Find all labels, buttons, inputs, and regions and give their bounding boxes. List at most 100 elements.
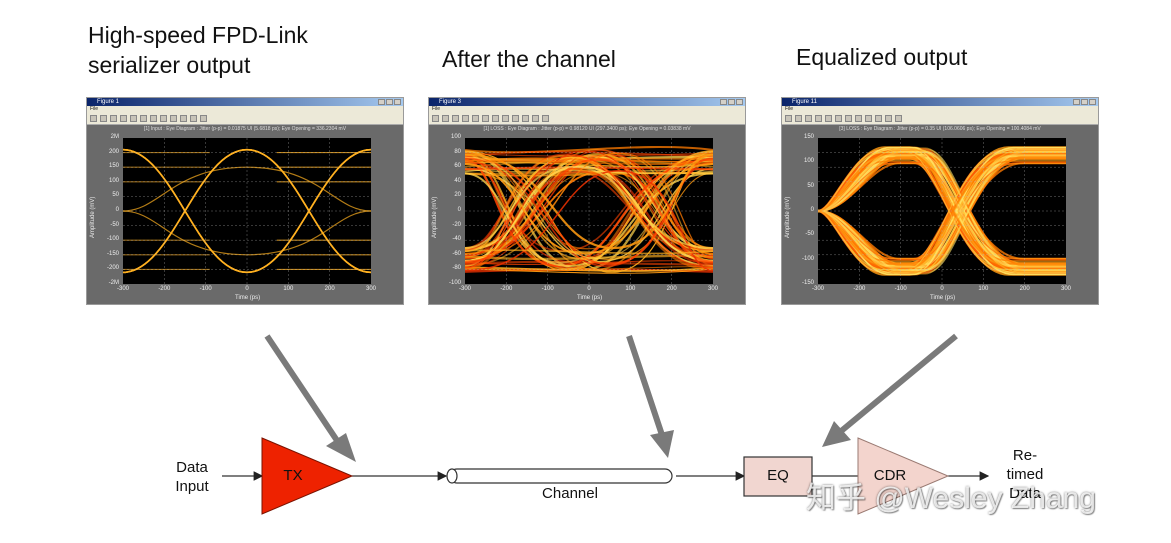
open-icon[interactable] (442, 114, 449, 122)
y-tick-label: -200 (106, 265, 119, 272)
plot-header: [1] LOSS : Eye Diagram : Jitter (p-p) = … (483, 126, 691, 132)
arrow-icon[interactable] (825, 114, 832, 122)
new-icon[interactable] (785, 114, 792, 122)
pan-icon[interactable] (160, 114, 167, 122)
y-tick-label: 50 (807, 182, 814, 189)
x-tick-label: 300 (1060, 286, 1071, 292)
figure-toolbar (429, 112, 745, 125)
y-tick-label: -50 (110, 221, 119, 228)
close-button[interactable] (1089, 99, 1096, 105)
colorbar-icon[interactable] (190, 114, 197, 122)
pan-icon[interactable] (855, 114, 862, 122)
cdr-label: CDR (873, 467, 907, 484)
plot-header: [3] LOSS : Eye Diagram : Jitter (p-p) = … (839, 126, 1041, 132)
open-icon[interactable] (100, 114, 107, 122)
window-titlebar[interactable]: Figure 3 (429, 98, 745, 106)
save-icon[interactable] (805, 114, 812, 122)
y-tick-label: -150 (106, 250, 119, 257)
x-tick-label: 100 (283, 286, 294, 292)
caption-serializer-output: High-speed FPD-Link serializer output (88, 22, 308, 78)
window-title: Figure 11 (792, 99, 817, 105)
y-tick-label: -150 (801, 280, 814, 286)
minimize-button[interactable] (378, 99, 385, 105)
figure-toolbar (782, 112, 1098, 125)
zoom-out-icon[interactable] (150, 114, 157, 122)
rotate-icon[interactable] (865, 114, 872, 122)
menu-file[interactable]: File (87, 106, 403, 112)
save-icon[interactable] (452, 114, 459, 122)
minimize-button[interactable] (1073, 99, 1080, 105)
legend-icon[interactable] (542, 114, 549, 122)
zoom-in-icon[interactable] (140, 114, 147, 122)
zoom-out-icon[interactable] (845, 114, 852, 122)
datatip-icon[interactable] (180, 114, 187, 122)
pointer-arrow-channel (626, 335, 674, 458)
y-tick-label: -100 (448, 280, 461, 286)
close-button[interactable] (394, 99, 401, 105)
save-icon[interactable] (110, 114, 117, 122)
x-tick-label: -300 (458, 286, 471, 292)
datatip-icon[interactable] (875, 114, 882, 122)
eye-diagram-plot (123, 138, 371, 284)
legend-icon[interactable] (200, 114, 207, 122)
channel-cable[interactable] (446, 468, 673, 484)
rotate-icon[interactable] (170, 114, 177, 122)
y-tick-label: 80 (454, 148, 461, 155)
y-tick-label: 100 (803, 158, 814, 165)
y-tick-label: 20 (454, 192, 461, 199)
window-title: Figure 1 (97, 99, 120, 105)
arrow-icon[interactable] (130, 114, 137, 122)
print-icon[interactable] (120, 114, 127, 122)
maximize-button[interactable] (386, 99, 393, 105)
cdr-block[interactable] (857, 437, 950, 515)
y-tick-label: 200 (108, 148, 119, 155)
pointer-arrow-equalized (822, 333, 958, 447)
window-titlebar[interactable]: Figure 1 (87, 98, 403, 106)
close-button[interactable] (736, 99, 743, 105)
y-tick-label: -60 (452, 250, 461, 257)
window-titlebar[interactable]: Figure 11 (782, 98, 1098, 106)
zoom-out-icon[interactable] (492, 114, 499, 122)
x-tick-label: 300 (707, 286, 718, 292)
y-tick-label: 0 (457, 207, 461, 213)
x-tick-label: -200 (500, 286, 513, 292)
print-icon[interactable] (462, 114, 469, 122)
x-tick-label: 100 (978, 286, 989, 292)
zoom-in-icon[interactable] (482, 114, 489, 122)
colorbar-icon[interactable] (885, 114, 892, 122)
x-tick-label: 0 (245, 286, 249, 292)
eye-traces (818, 146, 1066, 276)
plot-grid (465, 138, 713, 284)
colorbar-icon[interactable] (532, 114, 539, 122)
rotate-icon[interactable] (512, 114, 519, 122)
y-tick-label: -50 (805, 231, 814, 238)
x-tick-label: -300 (811, 286, 824, 292)
figure-toolbar (87, 112, 403, 125)
pan-icon[interactable] (502, 114, 509, 122)
eq-block[interactable] (743, 456, 813, 497)
eye-diagram-canvas (123, 138, 371, 284)
menu-file[interactable]: File (782, 106, 1098, 112)
zoom-in-icon[interactable] (835, 114, 842, 122)
new-icon[interactable] (432, 114, 439, 122)
x-tick-label: 0 (587, 286, 591, 292)
legend-icon[interactable] (895, 114, 902, 122)
minimize-button[interactable] (720, 99, 727, 105)
y-tick-label: 40 (454, 177, 461, 184)
maximize-button[interactable] (728, 99, 735, 105)
tx-buffer[interactable] (261, 437, 354, 515)
window-controls (378, 99, 401, 105)
datatip-icon[interactable] (522, 114, 529, 122)
y-tick-label: 0 (810, 207, 814, 213)
menu-file[interactable]: File (429, 106, 745, 112)
print-icon[interactable] (815, 114, 822, 122)
y-tick-label: -80 (452, 265, 461, 272)
open-icon[interactable] (795, 114, 802, 122)
new-icon[interactable] (90, 114, 97, 122)
arrow-icon[interactable] (472, 114, 479, 122)
maximize-button[interactable] (1081, 99, 1088, 105)
x-tick-label: 0 (940, 286, 944, 292)
